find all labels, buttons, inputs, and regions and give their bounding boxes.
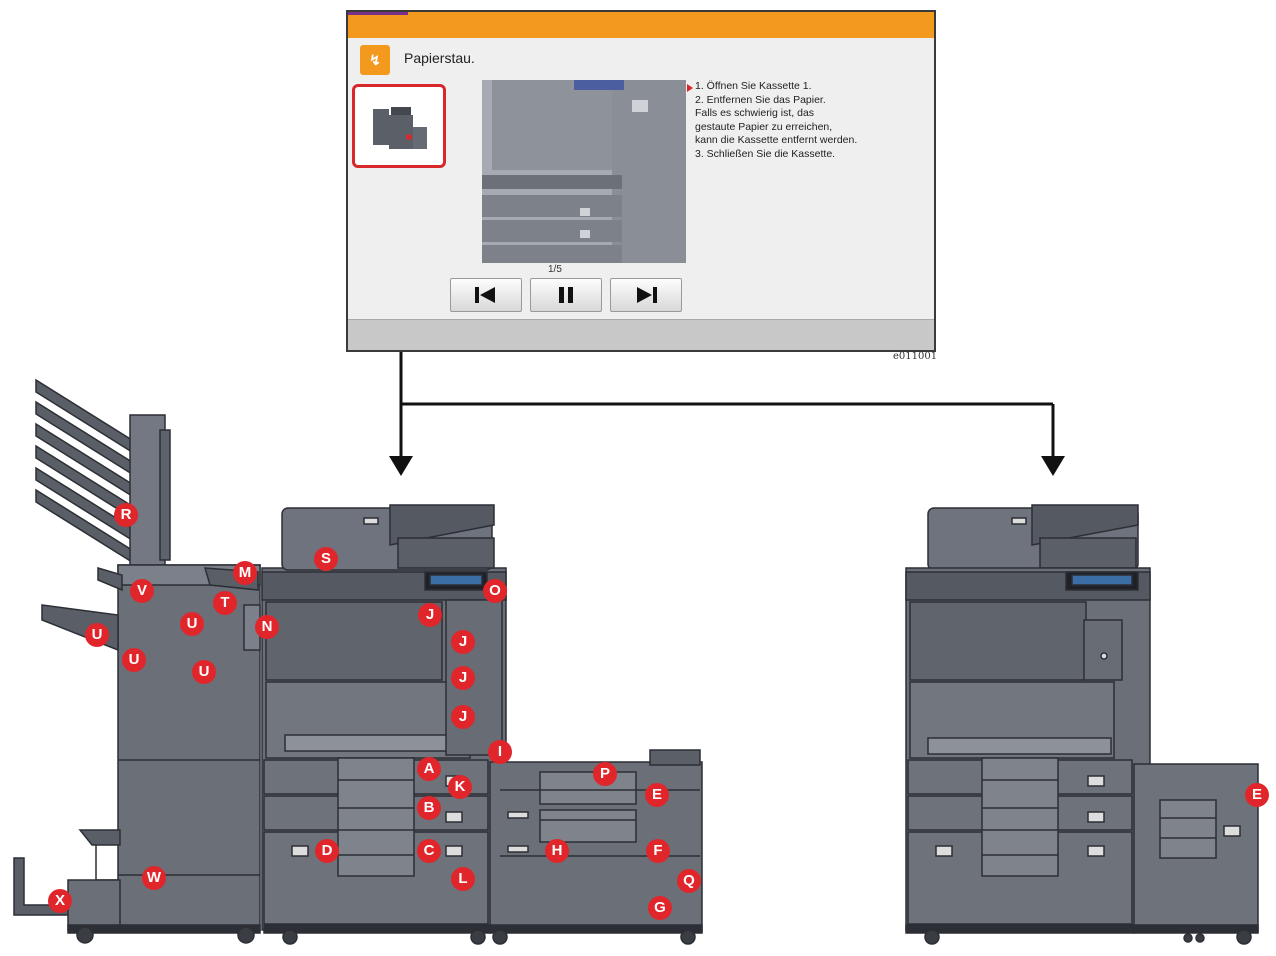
label-d: D <box>315 839 339 863</box>
right-machine <box>905 504 1259 945</box>
step-line: kann die Kassette entfernt werden. <box>695 134 858 146</box>
alert-title: Papierstau. <box>404 50 475 66</box>
panel-footer-bar <box>348 319 934 350</box>
label-t: T <box>213 591 237 615</box>
jam-location-photo <box>482 80 686 263</box>
step-line: 2. Entfernen Sie das Papier. <box>695 93 826 106</box>
arrow-left-head <box>389 456 413 476</box>
label-o: O <box>483 579 507 603</box>
step-line: gestaute Papier zu erreichen, <box>695 120 833 133</box>
label-p: P <box>593 762 617 786</box>
label-n: N <box>255 615 279 639</box>
label-k: K <box>448 775 472 799</box>
label-q: Q <box>677 869 701 893</box>
label-s: S <box>314 547 338 571</box>
previous-icon <box>475 287 495 303</box>
label-g: G <box>648 896 672 920</box>
label-i: I <box>488 740 512 764</box>
label-e: E <box>645 783 669 807</box>
step-line: 3. Schließen Sie die Kassette. <box>695 147 836 160</box>
image-code: e011001 <box>893 351 938 362</box>
label-c: C <box>417 839 441 863</box>
operation-panel: ↯ Papierstau. 1. Öffnen Sie Kassette 1. <box>346 10 936 352</box>
pause-icon <box>559 287 573 303</box>
label-u: U <box>180 612 204 636</box>
label-x: X <box>48 889 72 913</box>
label-j: J <box>418 603 442 627</box>
panel-title-bar <box>348 12 934 38</box>
page-indicator: 1/5 <box>548 264 562 275</box>
jam-icon: ↯ <box>360 45 390 75</box>
label-u: U <box>122 648 146 672</box>
label-j: J <box>451 705 475 729</box>
step-marker <box>687 84 693 92</box>
label-m: M <box>233 561 257 585</box>
pause-button[interactable] <box>530 278 602 312</box>
label-r: R <box>114 503 138 527</box>
machine-thumbnail[interactable] <box>352 84 446 168</box>
instruction-steps: 1. Öffnen Sie Kassette 1. 2. Entfernen S… <box>695 80 895 161</box>
label-u: U <box>192 660 216 684</box>
finisher-trays <box>35 378 133 564</box>
next-button[interactable] <box>610 278 682 312</box>
label-a: A <box>417 757 441 781</box>
step-line: Falls es schwierig ist, das <box>695 107 815 119</box>
label-h: H <box>545 839 569 863</box>
label-b: B <box>417 796 441 820</box>
thumbnail-machine-icon <box>373 107 427 149</box>
photo-drawing <box>482 80 686 263</box>
next-icon <box>637 287 657 303</box>
arrow-right-head <box>1041 456 1065 476</box>
label-l: L <box>451 867 475 891</box>
label-w: W <box>142 866 166 890</box>
step-line: 1. Öffnen Sie Kassette 1. <box>695 80 812 92</box>
label-j: J <box>451 666 475 690</box>
label-e: E <box>1245 783 1269 807</box>
previous-button[interactable] <box>450 278 522 312</box>
label-v: V <box>130 579 154 603</box>
left-machine <box>13 378 703 945</box>
label-f: F <box>646 839 670 863</box>
label-j: J <box>451 630 475 654</box>
label-u: U <box>85 623 109 647</box>
